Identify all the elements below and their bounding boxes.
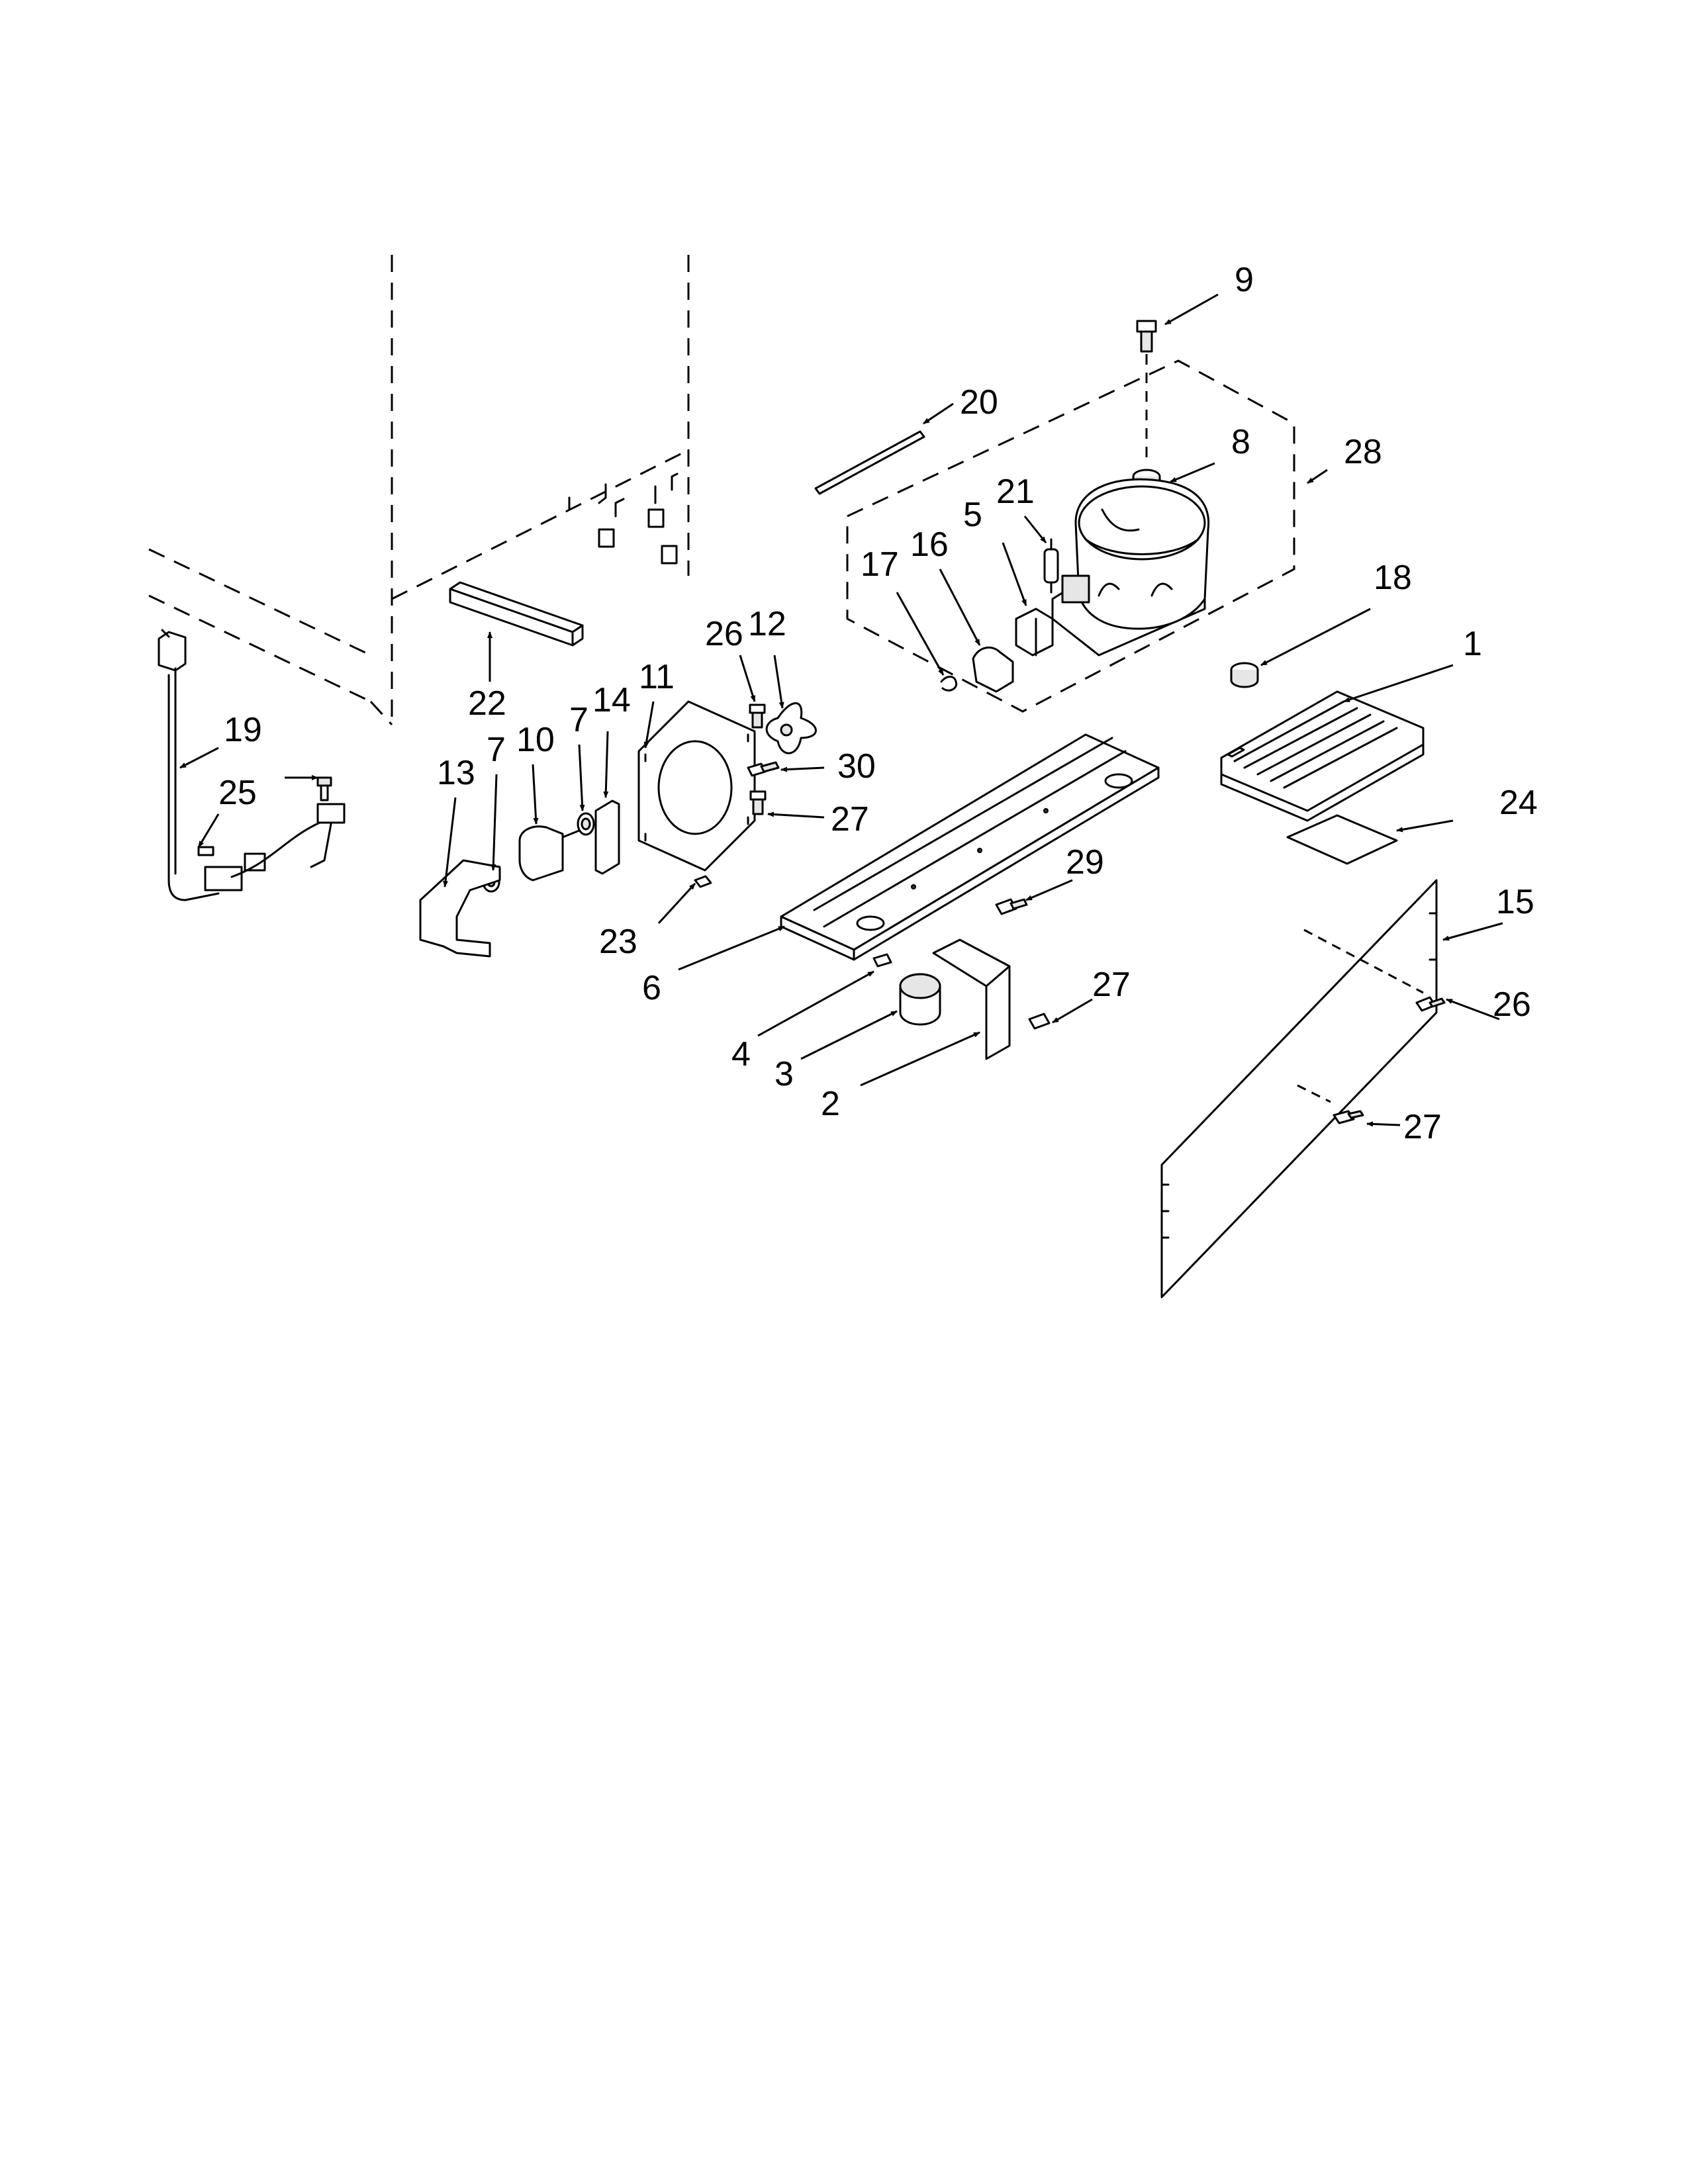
callout-25: 25 <box>218 774 257 812</box>
compressor-bracket-part <box>932 938 1011 1060</box>
screw-part <box>995 898 1028 915</box>
callout-16: 16 <box>910 525 949 564</box>
fan-motor-part <box>518 825 581 882</box>
callout-20: 20 <box>960 383 998 422</box>
callout-5: 5 <box>963 496 982 534</box>
callout-21: 21 <box>996 473 1035 511</box>
grommet-part <box>899 973 941 1026</box>
leader-lines <box>179 293 1503 1127</box>
screw-part <box>749 790 767 815</box>
callout-15: 15 <box>1496 883 1534 921</box>
channel-part <box>449 581 584 647</box>
clip-part <box>694 875 712 888</box>
base-rail-part <box>780 733 1160 961</box>
callout-30: 30 <box>837 747 876 786</box>
callout-19: 19 <box>224 711 262 749</box>
callout-7-upper: 7 <box>569 701 588 739</box>
fan-blade-part <box>765 702 817 754</box>
callout-18: 18 <box>1374 559 1412 597</box>
callout-12: 12 <box>748 605 786 643</box>
screw-part <box>749 704 766 729</box>
screw-part <box>872 953 892 968</box>
callout-3: 3 <box>774 1055 794 1093</box>
clip-part <box>940 676 958 692</box>
callout-14: 14 <box>592 681 631 719</box>
screw-part <box>1333 1110 1364 1124</box>
callout-23: 23 <box>599 923 637 961</box>
callout-26-right: 26 <box>1493 985 1531 1024</box>
callout-27-center: 27 <box>1092 966 1131 1004</box>
grommet-part <box>577 812 595 836</box>
callout-11: 11 <box>639 658 675 696</box>
callout-29: 29 <box>1066 843 1104 882</box>
relay-part <box>1015 608 1054 657</box>
pad-part <box>1286 814 1398 865</box>
compressor-area-outline <box>846 359 1295 713</box>
callout-27-fan: 27 <box>831 800 869 839</box>
drain-pan-part <box>1220 690 1425 822</box>
motor-mount-bracket-part <box>419 859 501 958</box>
callout-17: 17 <box>861 545 899 584</box>
grommet-small-part <box>1230 662 1259 688</box>
bolt-part <box>1136 320 1157 463</box>
compressor-part <box>1051 478 1210 657</box>
screw-part <box>1415 996 1446 1012</box>
callout-26-upper: 26 <box>705 615 743 653</box>
callout-9: 9 <box>1235 261 1254 299</box>
callout-13: 13 <box>437 754 475 792</box>
access-panel-part <box>1160 879 1438 1298</box>
callout-2: 2 <box>821 1085 840 1123</box>
callout-28: 28 <box>1344 433 1382 471</box>
capacitor-part <box>1043 538 1059 594</box>
callout-10: 10 <box>516 721 555 759</box>
callout-27-lower: 27 <box>1403 1108 1442 1146</box>
callout-1: 1 <box>1463 625 1482 663</box>
screw-part <box>1028 1013 1051 1030</box>
drier-tube-part <box>814 430 925 495</box>
screw-part <box>747 761 780 777</box>
callout-8: 8 <box>1231 423 1250 461</box>
callout-4: 4 <box>731 1035 751 1073</box>
callout-22: 22 <box>468 684 506 723</box>
power-cord-part <box>158 629 220 901</box>
callout-7-lower: 7 <box>487 731 506 769</box>
fan-bracket-part <box>637 700 756 872</box>
fan-motor-bracket-part <box>594 799 620 875</box>
cabinet-outline <box>148 255 690 726</box>
wire-harness-part <box>197 776 346 891</box>
callout-24: 24 <box>1499 784 1538 822</box>
callout-labels: 9 20 8 28 21 5 16 17 18 1 26 12 11 14 7 … <box>218 261 1538 1146</box>
callout-6: 6 <box>642 969 661 1007</box>
overload-part <box>972 646 1014 693</box>
